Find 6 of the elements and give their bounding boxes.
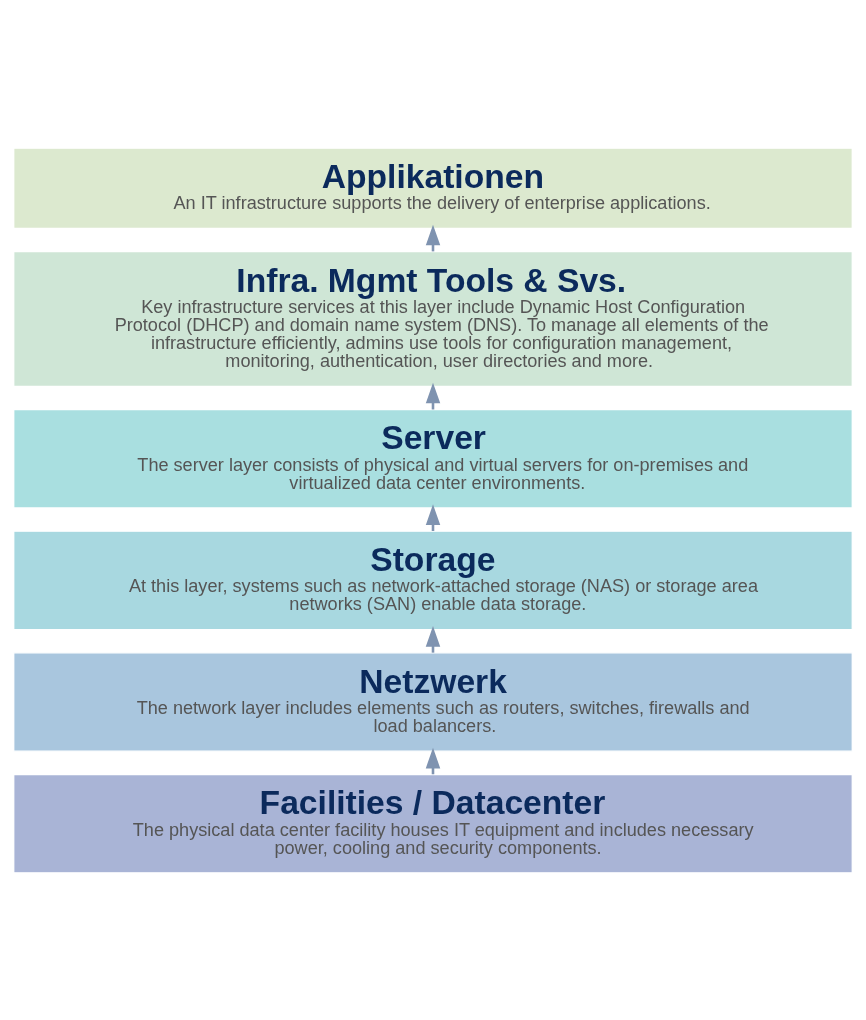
node-box: Netzwerk The network layer includes elements such as routers, switches, firewalls and load balancers. bbox=[13, 651, 853, 752]
node-box: Server The server layer consists of physical and virtual servers for on-premises and virtualized data center environments. bbox=[13, 408, 853, 509]
node-box: Facilities / Datacenter The physical data center facility houses IT equipment and includes necessary power, cooling and security components. bbox=[13, 773, 853, 873]
node-box: Applikationen An IT infrastructure supports the delivery of enterprise applications. bbox=[13, 147, 853, 229]
node-box: Storage At this layer, systems such as network-attached storage (NAS) or storage area networks (SAN) enable data storage. bbox=[13, 530, 853, 630]
node-box: Infra. Mgmt Tools & Svs. Key infrastructure services at this layer include Dynamic Host Configuration Protocol (DHCP) and domain name system (DNS). To manage all elements of the infrastructure efficiently, admins use tools for configuration management, monitoring, authentication, user directories and more. bbox=[13, 250, 853, 387]
